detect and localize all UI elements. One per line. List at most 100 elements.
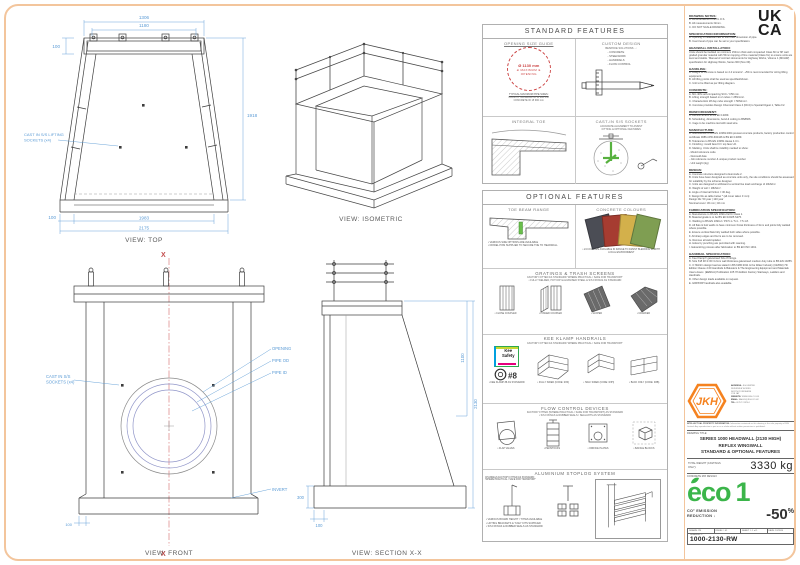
section-dimensions: 2130 1100 300 100: [297, 353, 478, 528]
lifting-socket-dots: [119, 104, 188, 149]
contact-line: YO8 1AT: [731, 393, 759, 396]
gratings-title: GRATINGS & TRASH SCREENS: [535, 270, 615, 276]
opening-size-guide-cell: OPENING SIZE GUIDE Ø 1130 mm ◄ MAXIMUM ►…: [483, 39, 576, 116]
reduction-value: -50: [766, 505, 788, 523]
gauge-number: #8: [508, 371, 517, 380]
orifice-plate-icon: [588, 423, 608, 442]
stoplog-note-1: CHANNELS FACTORY FITTED AS STANDARD: [485, 476, 535, 479]
opening-size-guide-title: OPENING SIZE GUIDE: [504, 41, 554, 46]
note-line: B. Scheduling, dimensions, bend & cuttin…: [689, 118, 752, 122]
contact-value: JKH LIMITED: [742, 385, 756, 387]
note-line: H. Holes by punching are permitted with …: [689, 242, 746, 246]
standard-features-panel: STANDARD FEATURES OPENING SIZE GUIDE Ø 1…: [482, 24, 668, 184]
axis-label-top: X: [161, 252, 166, 259]
handrail-label-1: FULLY SIDED (CODE: R3F): [536, 381, 570, 384]
divider: [687, 420, 794, 422]
flow-items: FLAP VALVES PENSTOCKS: [483, 419, 667, 450]
callout-sockets-2: SOCKETS (x4): [46, 380, 75, 385]
grating-label-1: HINGED COUPLED: [537, 312, 565, 315]
notes-s4-lines: A. Weight of concrete is based on 2.4 to…: [689, 71, 794, 85]
axis-label-bottom: X: [161, 551, 166, 558]
grating-hinged: HINGED COUPLED: [537, 284, 565, 315]
custom-design-cell: CUSTOM DESIGN BESPOKE SOLUTIONS ...: CON…: [576, 39, 668, 116]
note-line: B. Tolerances to BS EN 13369 clause 4.3.…: [689, 139, 740, 143]
handrails-items: Kee Safety #8 KEE KLAMP #8 AS STANDARD: [483, 345, 667, 384]
contact-line: WEBSITE: WWW.JKH.CO.UK: [731, 396, 759, 399]
grating-sloped: SLOPED: [582, 284, 612, 315]
contact-label: TEL:: [731, 401, 736, 404]
back-only-icon: [630, 355, 658, 376]
drawing-title-line-3: STANDARD & OPTIONAL FEATURES: [700, 448, 780, 454]
notes-s2-lines: A. Opening in headwall cast to suit oute…: [689, 36, 794, 43]
note-line: B. Lifting strength based on 2 cubes = 2…: [689, 96, 745, 100]
section-dimension-lines: [306, 300, 475, 522]
dim-left: 100: [52, 44, 60, 49]
callout-opening: OPENING: [272, 346, 291, 351]
custom-design-list: CONCRETESTEELWORKHANDRAILSFLOW CONTROL: [608, 51, 666, 67]
notes-s10-lines: A. Kee Klamp® galvanised Size 8 fittings…: [689, 257, 794, 285]
view-section-label: VIEW: SECTION X-X: [352, 550, 422, 557]
dim-top-inner: 1180: [139, 23, 149, 28]
front-view-callouts: OPENING PIPE OD PIPE ID INVERT CAST IN S…: [46, 346, 291, 527]
grating-label-2: SLOPED: [582, 312, 612, 315]
handrail-back-only: BACK ONLY (CODE: R3B): [627, 349, 661, 384]
ukca-mark: UK CA: [758, 8, 794, 39]
dim-upper-1100: 1100: [460, 353, 465, 363]
notes-column: DRAWING NOTES: A. All dimensions in mm U…: [689, 11, 794, 382]
kee-safety-column: Kee Safety #8 KEE KLAMP #8 AS STANDARD: [489, 345, 525, 384]
contact-line: EMAIL: SALES@JKH.CO.UK: [731, 399, 759, 402]
note-line: - Demould date: [689, 154, 707, 158]
green-dowel-pin: [518, 221, 523, 235]
drawing-title-label: DRAWING TITLE:: [687, 432, 708, 436]
callout-sockets-1: CAST IN S/S: [46, 374, 71, 379]
baffle-block-icon: [632, 421, 656, 444]
eco-subtext: CO² EMISSION REDUCTION ↓ -50%: [687, 507, 794, 522]
flow-control-section: FLOW CONTROL DEVICES FACTORY FITTED (WHE…: [483, 406, 667, 470]
flow-control-title: FLOW CONTROL DEVICES: [541, 405, 609, 411]
stoplog-assembly-box: [595, 478, 661, 539]
grating-label-3: CRANKED: [629, 312, 659, 315]
contact-line: NORTH YORKSHIRE: [731, 391, 759, 394]
titleblock-field: SHEET #: 1 of 1: [741, 528, 768, 533]
max-opening-circle: Ø 1130 mm ◄ MAXIMUM ► OPENING: [506, 47, 551, 91]
kee-safety-logo: Kee Safety: [494, 345, 520, 367]
note-line: B. Material grade is to be BS EN 10025 S…: [689, 216, 742, 220]
note-line: C. Cage to be machine tied with steel wi…: [689, 121, 739, 125]
note-line: B. All measurements ±2mm.: [689, 21, 722, 25]
company-contact: ADDRESS: JKH LIMITED RIVERSIDE WORKS NOR…: [731, 385, 759, 405]
note-line: Design life: 50 year | 120 year: [689, 198, 724, 202]
grating-cranked: CRANKED: [629, 284, 659, 315]
max-opening-text-1: ◄ MAXIMUM ►: [516, 67, 542, 72]
kee-logo-top-bar: [496, 346, 519, 350]
notes-s10-title: HANDRAIL SPECIFICATION:: [689, 252, 731, 257]
callout-pipe-id: PIPE ID: [272, 370, 287, 375]
ukca-uk: UK: [758, 8, 783, 25]
colours-note: 24 COLOURS AVAILABLE IN RANGE TO ASSIST …: [582, 248, 662, 254]
t-key-brackets-icon: [557, 486, 579, 517]
orifice-plate-item: ORIFICE PLATES: [584, 419, 612, 450]
green-socket: [603, 141, 620, 164]
socket-detail-sketch: [593, 133, 658, 175]
note-line: A. Min 40N self-compacting SCC / C50 mix…: [689, 92, 740, 96]
hinged-coupled-icon: [540, 284, 561, 312]
note-line: I. Galvanizing process after fabrication…: [689, 246, 757, 250]
drawing-number-row: DRAWING #: 1000-2130-RW: [687, 533, 794, 546]
isometric-rail-fittings: [294, 42, 444, 81]
co2-reduction-text: CO² EMISSION REDUCTION ↓: [687, 509, 717, 519]
front-view-leaders: [73, 348, 272, 526]
note-line: B. All lifting points shall be used as s…: [689, 78, 749, 82]
notes-s6-title: REINFORCEMENT:: [689, 109, 717, 114]
pipe-size-line: CONCRETE ID: Ø 900 mm: [513, 98, 544, 102]
reduction-percent: -50%: [766, 507, 794, 522]
notes-s5-lines: A. Min 40N self-compacting SCC / C50 mix…: [689, 93, 794, 108]
toe-beam-bullet: VARIOUS SIZE OPTIONS ARE AVAILABLE: [488, 241, 573, 244]
cast-in-sockets-cell: CAST-IN S/S SOCKETS ACCURATE ALIGNMENT T…: [576, 117, 668, 184]
note-line: D. Concrete provides Design Chemical Cla…: [689, 103, 786, 107]
toe-beam-cell: TOE BEAM RANGE VARIOUS SIZE OPTIONS ARE …: [483, 205, 576, 268]
custom-design-item: FLOW CONTROL: [608, 63, 666, 67]
note-line: C. Welding to BS EN 1090-2 / PD 5.1 / 5.…: [689, 220, 749, 224]
gratings-note-2: FULLY WELDED, HOT DIP GALVANISED STEEL &…: [483, 279, 667, 282]
dim-bottom-outer: 2175: [139, 226, 150, 231]
penstock-icon: [546, 419, 560, 446]
